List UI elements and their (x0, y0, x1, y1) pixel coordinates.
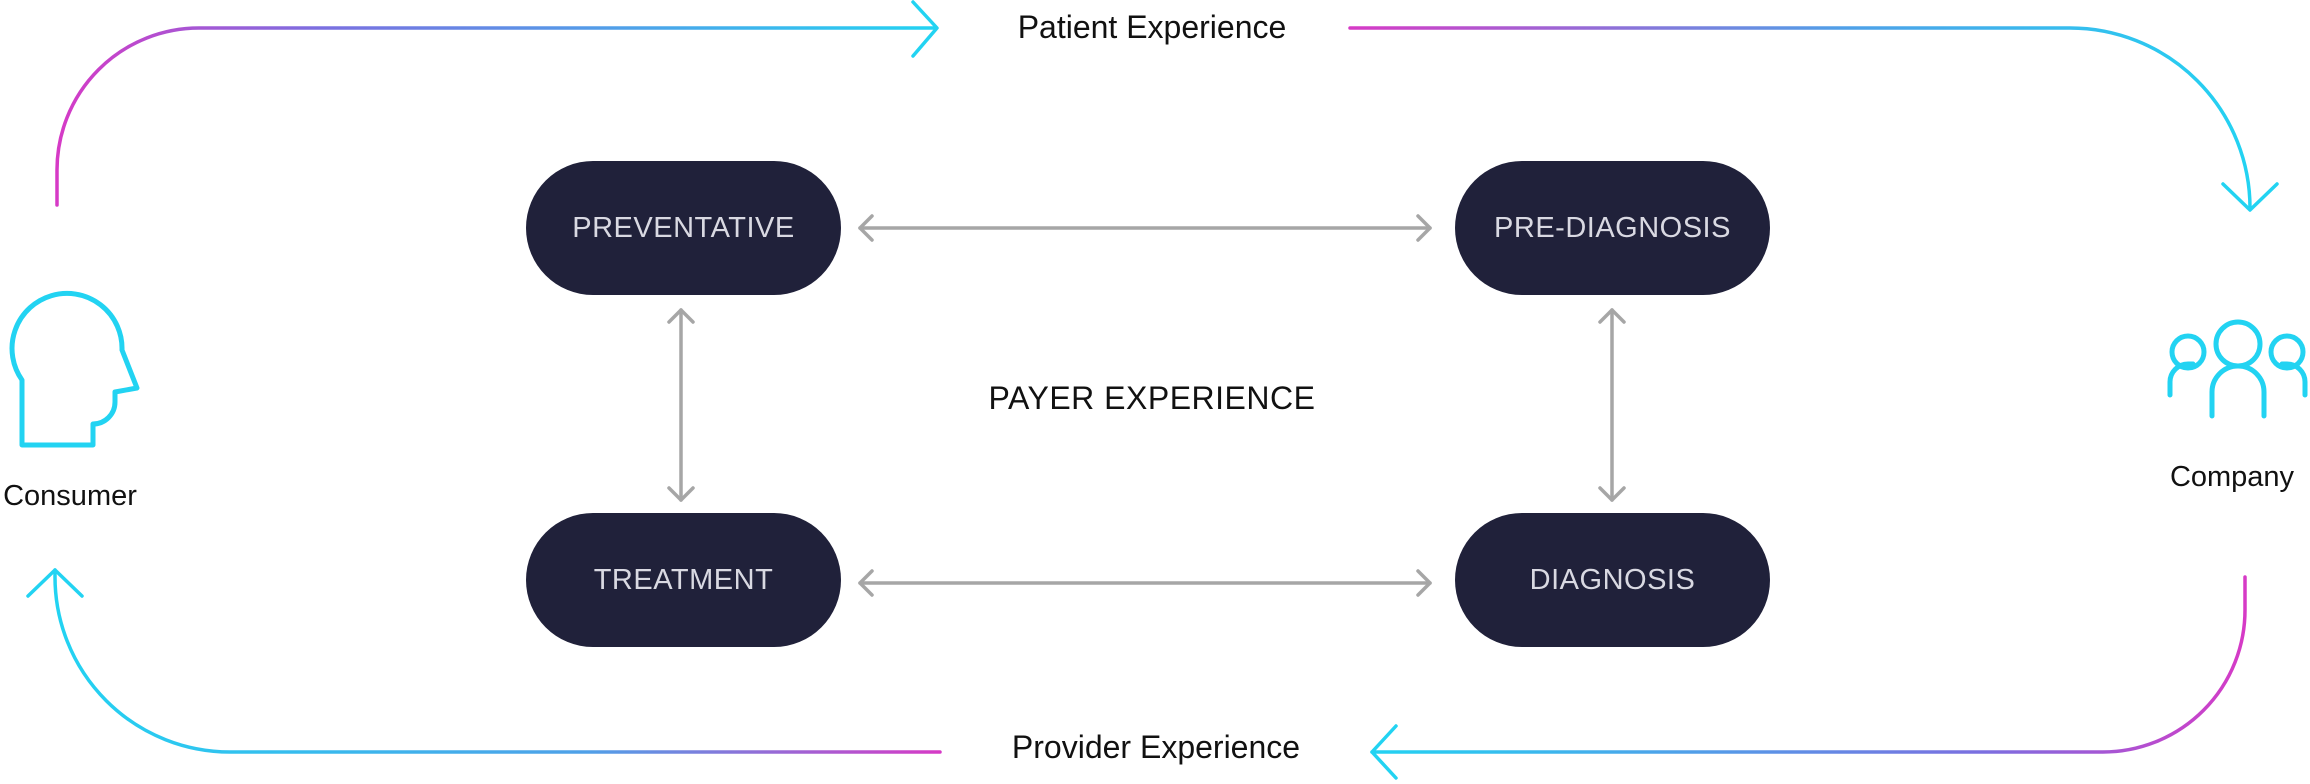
patient-experience-label: Patient Experience (1017, 9, 1287, 45)
connector-preventative-treatment (667, 308, 695, 502)
connector-prediagnosis-diagnosis (1598, 308, 1626, 502)
people-group-icon (2167, 319, 2308, 419)
connector-preventative-prediagnosis (858, 214, 1432, 242)
company-label: Company (2169, 461, 2295, 493)
pre-diagnosis-node: PRE-DIAGNOSIS (1455, 161, 1770, 295)
patient-flow-left-arrow (55, 0, 939, 207)
diagnosis-node: DIAGNOSIS (1455, 513, 1770, 647)
provider-flow-left-arrow (26, 568, 942, 754)
consumer-label: Consumer (3, 480, 137, 512)
preventative-node: PREVENTATIVE (526, 161, 841, 295)
provider-experience-label: Provider Experience (1011, 729, 1301, 765)
connector-treatment-diagnosis (858, 569, 1432, 597)
payer-experience-label: PAYER EXPERIENCE (988, 380, 1316, 416)
head-profile-icon (9, 290, 140, 448)
treatment-node: TREATMENT (526, 513, 841, 647)
provider-flow-right-arrow (1370, 575, 2247, 780)
patient-flow-right-arrow (1348, 26, 2279, 212)
